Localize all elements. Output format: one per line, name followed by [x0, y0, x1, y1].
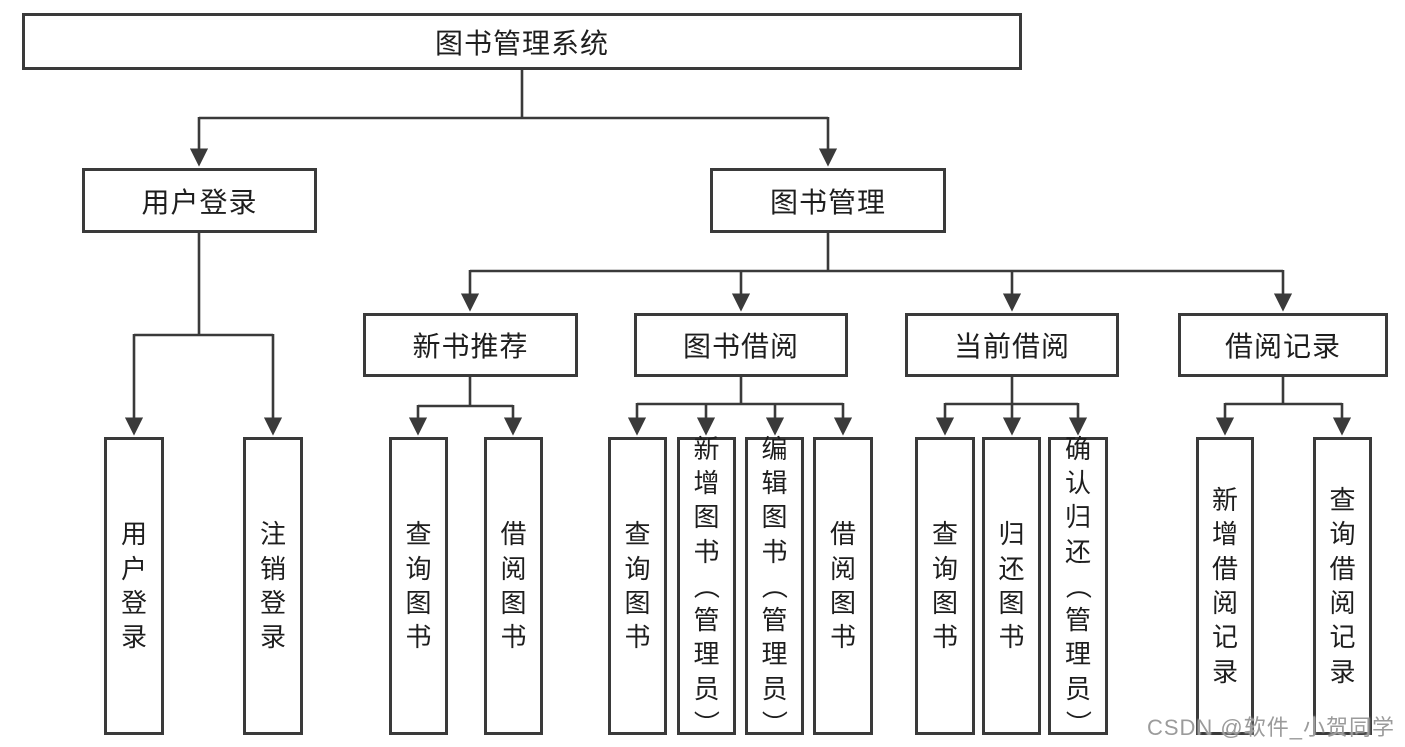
leaf-borrow-books-recommend: 借阅图书 [484, 437, 543, 735]
node-current-borrowing: 当前借阅 [905, 313, 1119, 377]
leaf-add-borrow-record-label: 新增借阅记录 [1211, 485, 1238, 687]
node-user-login-label: 用户登录 [141, 186, 258, 218]
leaf-query-borrow-record-label: 查询借阅记录 [1329, 485, 1356, 687]
csdn-watermark: CSDN @软件_小贺同学 [1146, 715, 1395, 740]
node-user-login: 用户登录 [82, 168, 317, 233]
node-book-borrowing: 图书借阅 [634, 313, 848, 377]
node-root: 图书管理系统 [22, 13, 1022, 70]
leaf-query-books-recommend-label: 查询图书 [405, 519, 432, 653]
node-book-borrowing-label: 图书借阅 [682, 331, 799, 362]
leaf-add-borrow-record: 新增借阅记录 [1196, 437, 1254, 735]
leaf-borrow-books-recommend-label: 借阅图书 [500, 519, 527, 653]
leaf-edit-books-admin: 编辑图书（管理员） [745, 434, 804, 736]
leaf-edit-books-admin-label: 编辑图书（管理员） [759, 433, 790, 737]
leaf-query-books-current: 查询图书 [915, 437, 975, 735]
leaf-query-books-recommend: 查询图书 [389, 437, 448, 735]
node-current-borrowing-label: 当前借阅 [953, 331, 1070, 362]
leaf-query-books-borrow: 查询图书 [608, 437, 667, 735]
node-borrow-records: 借阅记录 [1178, 313, 1388, 377]
leaf-add-books-admin-label: 新增图书（管理员） [691, 433, 722, 737]
leaf-query-borrow-record: 查询借阅记录 [1313, 437, 1372, 735]
node-new-book-recommend-label: 新书推荐 [412, 331, 529, 362]
leaf-confirm-return-admin-label: 确认归还（管理员） [1063, 433, 1094, 737]
node-borrow-records-label: 借阅记录 [1224, 331, 1341, 362]
node-book-management: 图书管理 [710, 168, 946, 233]
leaf-add-books-admin: 新增图书（管理员） [677, 434, 736, 736]
leaf-borrow-books: 借阅图书 [813, 437, 873, 735]
leaf-return-books: 归还图书 [982, 437, 1041, 735]
node-book-management-label: 图书管理 [769, 186, 886, 218]
leaf-return-books-label: 归还图书 [998, 519, 1025, 653]
leaf-query-books-borrow-label: 查询图书 [624, 519, 651, 653]
leaf-query-books-current-label: 查询图书 [931, 519, 958, 653]
node-root-label: 图书管理系统 [434, 27, 609, 59]
leaf-user-login-label: 用户登录 [120, 519, 147, 653]
leaf-logout-label: 注销登录 [259, 519, 286, 653]
node-new-book-recommend: 新书推荐 [363, 313, 578, 377]
leaf-borrow-books-label: 借阅图书 [829, 519, 856, 653]
leaf-user-login: 用户登录 [104, 437, 164, 735]
leaf-logout: 注销登录 [243, 437, 303, 735]
leaf-confirm-return-admin: 确认归还（管理员） [1048, 434, 1108, 736]
